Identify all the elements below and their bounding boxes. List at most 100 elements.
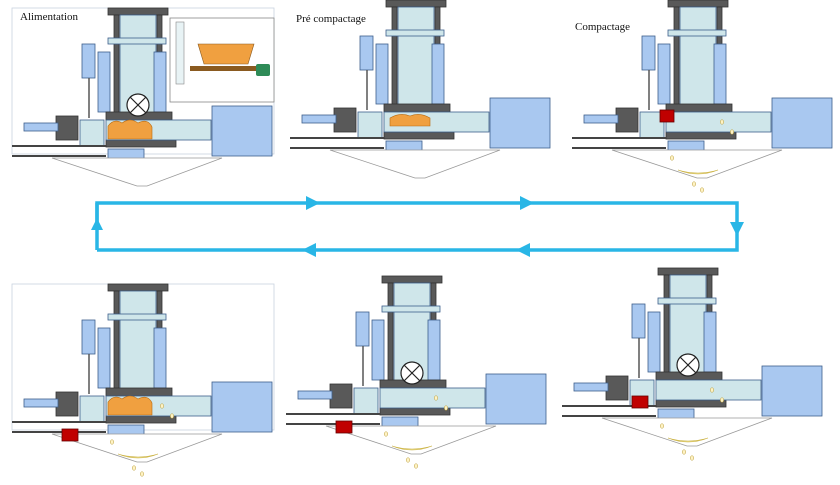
left-clamp bbox=[605, 375, 629, 401]
right-guide-cylinder bbox=[427, 319, 441, 381]
stage-label-pre-compactage: Pré compactage bbox=[296, 13, 366, 25]
cross-bar bbox=[107, 37, 167, 45]
green-control-icon bbox=[256, 64, 270, 76]
tie-rod-left bbox=[673, 6, 680, 113]
side-actuator bbox=[631, 303, 646, 339]
machine-panel-1 bbox=[11, 7, 275, 187]
vertical-chamber bbox=[397, 6, 435, 108]
main-ram-cylinder bbox=[211, 105, 273, 157]
right-guide-cylinder bbox=[713, 43, 727, 105]
oil-drop bbox=[670, 155, 674, 161]
oil-pool bbox=[677, 169, 719, 175]
injector-block bbox=[353, 387, 379, 415]
die-plate-bottom bbox=[655, 399, 727, 408]
oil-drop bbox=[690, 455, 694, 461]
powder-charge bbox=[107, 395, 153, 416]
oil-drop bbox=[710, 387, 714, 393]
inset-hopper bbox=[197, 43, 255, 65]
cycle-arrow-right-2 bbox=[520, 196, 534, 210]
oil-drop bbox=[170, 413, 174, 419]
oil-drop bbox=[384, 431, 388, 437]
main-ram-cylinder bbox=[761, 365, 823, 417]
oil-drop bbox=[110, 439, 114, 445]
inset-tube bbox=[175, 21, 185, 85]
tie-rod-left bbox=[113, 290, 120, 397]
left-push-rod bbox=[23, 398, 59, 408]
oil-drop bbox=[700, 187, 704, 193]
machine-panel-3 bbox=[572, 0, 833, 193]
oil-drop bbox=[682, 449, 686, 455]
stage-label-alimentation: Alimentation bbox=[20, 11, 79, 23]
injector-block bbox=[357, 111, 383, 139]
left-push-rod bbox=[583, 114, 619, 124]
stage-label-compactage: Compactage bbox=[575, 21, 630, 33]
left-guide-cylinder bbox=[375, 43, 389, 105]
left-clamp bbox=[329, 383, 353, 409]
left-clamp bbox=[615, 107, 639, 133]
left-clamp bbox=[55, 391, 79, 417]
feeder-inset bbox=[169, 17, 275, 103]
die-plate-bottom bbox=[383, 131, 455, 140]
cross-bar bbox=[107, 313, 167, 321]
main-ram-cylinder bbox=[211, 381, 273, 433]
main-ram-cylinder bbox=[771, 97, 833, 149]
left-guide-cylinder bbox=[97, 327, 111, 389]
cycle-arrow-left-1 bbox=[516, 243, 530, 257]
collection-funnel bbox=[325, 425, 497, 455]
left-push-rod bbox=[573, 382, 609, 392]
side-actuator bbox=[81, 43, 96, 79]
oil-drop bbox=[140, 471, 144, 477]
die-plate-bottom bbox=[105, 415, 177, 424]
die-plate-bottom bbox=[105, 139, 177, 148]
oil-drop bbox=[414, 463, 418, 469]
top-plate bbox=[385, 0, 447, 8]
cycle-arrow-icon bbox=[91, 196, 744, 257]
side-actuator bbox=[359, 35, 374, 71]
powder-charge bbox=[107, 119, 153, 140]
top-plate bbox=[667, 0, 729, 8]
horizontal-channel bbox=[655, 379, 762, 401]
left-clamp bbox=[55, 115, 79, 141]
cycle-arrow-left-2 bbox=[302, 243, 316, 257]
tie-rod-left bbox=[113, 14, 120, 121]
cycle-arrow-up bbox=[91, 218, 103, 230]
compacted-pellet bbox=[61, 428, 79, 442]
tie-rod-left bbox=[387, 282, 394, 389]
oil-drop bbox=[132, 465, 136, 471]
machine-panel-5 bbox=[286, 275, 547, 469]
oil-drop bbox=[406, 457, 410, 463]
collection-funnel bbox=[329, 149, 501, 179]
collection-funnel bbox=[611, 149, 783, 179]
vertical-chamber bbox=[119, 290, 157, 392]
oil-drop bbox=[730, 129, 734, 135]
right-guide-cylinder bbox=[431, 43, 445, 105]
tie-rod-left bbox=[663, 274, 670, 381]
machine-panel-4 bbox=[11, 283, 275, 477]
compacted-pellet bbox=[659, 109, 675, 123]
oil-drop bbox=[444, 405, 448, 411]
injector-block bbox=[79, 119, 105, 147]
powder-charge bbox=[389, 114, 431, 127]
cross-bar bbox=[657, 297, 717, 305]
die-plate-top bbox=[105, 387, 173, 397]
oil-drop bbox=[660, 423, 664, 429]
die-plate-bottom bbox=[379, 407, 451, 416]
collection-funnel bbox=[601, 417, 773, 447]
compacted-pellet bbox=[335, 420, 353, 434]
collection-funnel bbox=[51, 433, 223, 463]
right-guide-cylinder bbox=[703, 311, 717, 373]
oil-pool bbox=[391, 445, 433, 451]
machine-panel-2 bbox=[290, 0, 551, 179]
oil-pool bbox=[667, 437, 709, 443]
left-push-rod bbox=[23, 122, 59, 132]
cycle-arrow-down bbox=[730, 222, 744, 236]
oil-pool bbox=[117, 453, 159, 459]
left-guide-cylinder bbox=[97, 51, 111, 113]
side-actuator bbox=[641, 35, 656, 71]
oil-drop bbox=[720, 119, 724, 125]
oil-drop bbox=[160, 403, 164, 409]
inset-screw bbox=[190, 66, 256, 71]
main-ram-cylinder bbox=[489, 97, 551, 149]
die-plate-top bbox=[383, 103, 451, 113]
